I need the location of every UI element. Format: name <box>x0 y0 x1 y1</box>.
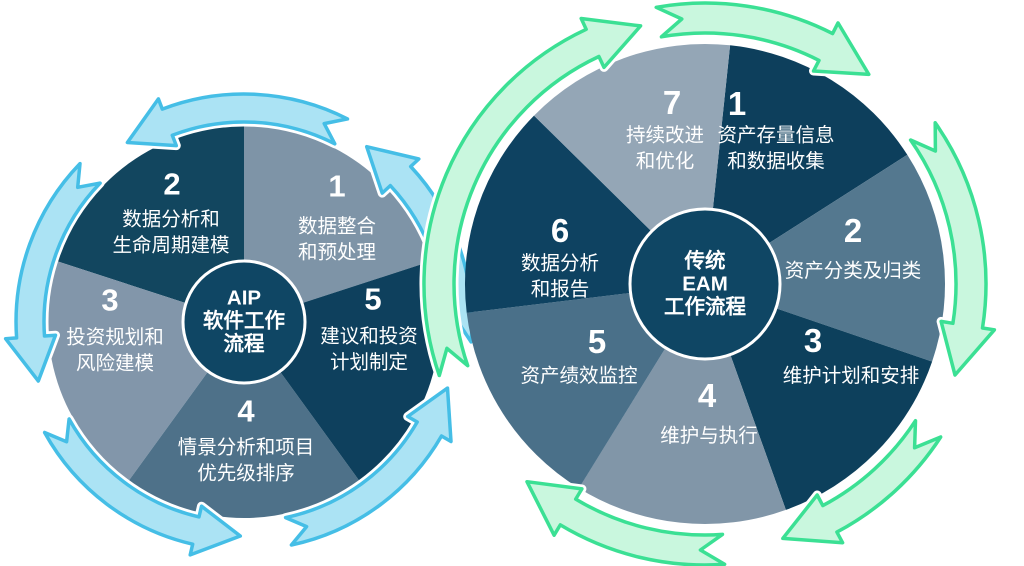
left-wheel-center-circle <box>181 259 307 385</box>
right-ring-arrow-4 <box>525 479 727 566</box>
right-ring-arrow-3 <box>781 418 943 545</box>
right-ring-arrow-5 <box>422 16 643 378</box>
right-ring-arrow-2 <box>908 121 997 377</box>
right-wheel-wedge-5 <box>466 284 705 489</box>
right-wheel-wedge-3 <box>705 284 933 510</box>
right-wheel-wedge-2 <box>705 154 946 362</box>
left-ring-arrow-2 <box>283 386 453 547</box>
left-ring-arrow-4 <box>3 161 102 383</box>
right-wheel-center-circle <box>628 207 782 361</box>
left-wheel-wedge-4 <box>128 322 360 519</box>
left-wheel-wedge-1 <box>244 125 431 322</box>
right-wheel-wedge-1 <box>705 45 908 284</box>
right-wheel-wedge-4 <box>578 284 786 524</box>
left-ring-arrow-5 <box>125 92 350 148</box>
right-ring-arrow-1 <box>654 1 871 77</box>
left-ring-arrow-3 <box>42 417 243 557</box>
left-wheel-wedge-2 <box>57 126 244 322</box>
